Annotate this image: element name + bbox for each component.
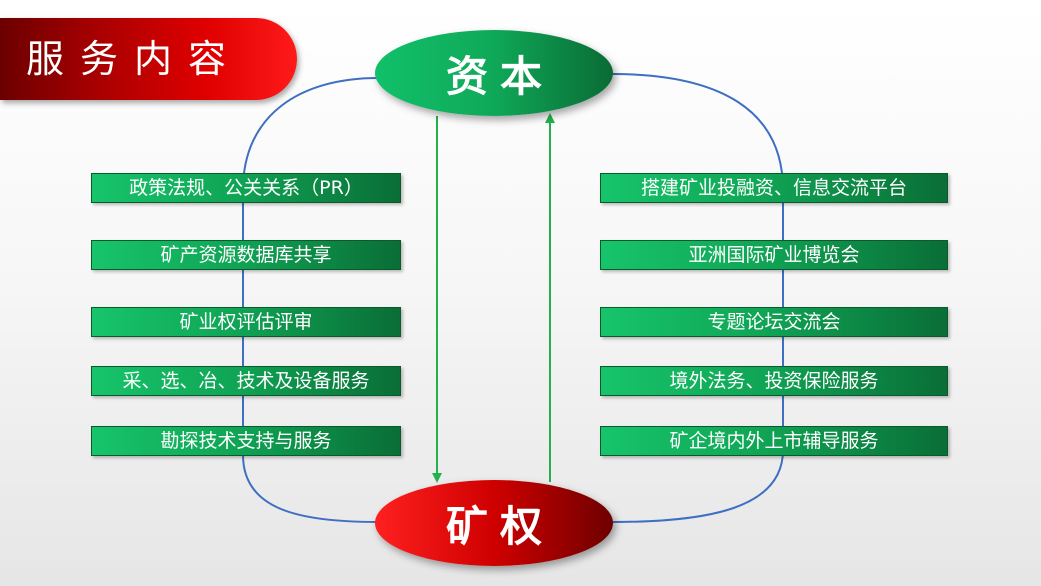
right-service-box: 专题论坛交流会 <box>600 307 948 337</box>
right-service-box: 境外法务、投资保险服务 <box>600 366 948 396</box>
left-service-box: 矿产资源数据库共享 <box>91 240 401 270</box>
left-service-box: 政策法规、公关关系（PR） <box>91 173 401 203</box>
title-banner: 服务内容 <box>0 18 297 100</box>
left-service-box: 矿业权评估评审 <box>91 307 401 337</box>
right-service-box: 亚洲国际矿业博览会 <box>600 240 948 270</box>
mining-rights-node: 矿权 <box>375 480 613 566</box>
left-service-box: 勘探技术支持与服务 <box>91 426 401 456</box>
capital-node: 资本 <box>375 30 613 116</box>
right-service-box: 矿企境内外上市辅导服务 <box>600 426 948 456</box>
mining-rights-node-label: 矿权 <box>445 501 554 551</box>
page-title: 服务内容 <box>26 37 243 81</box>
left-service-box: 采、选、冶、技术及设备服务 <box>91 366 401 396</box>
capital-node-label: 资本 <box>445 51 554 101</box>
right-service-box: 搭建矿业投融资、信息交流平台 <box>600 173 948 203</box>
